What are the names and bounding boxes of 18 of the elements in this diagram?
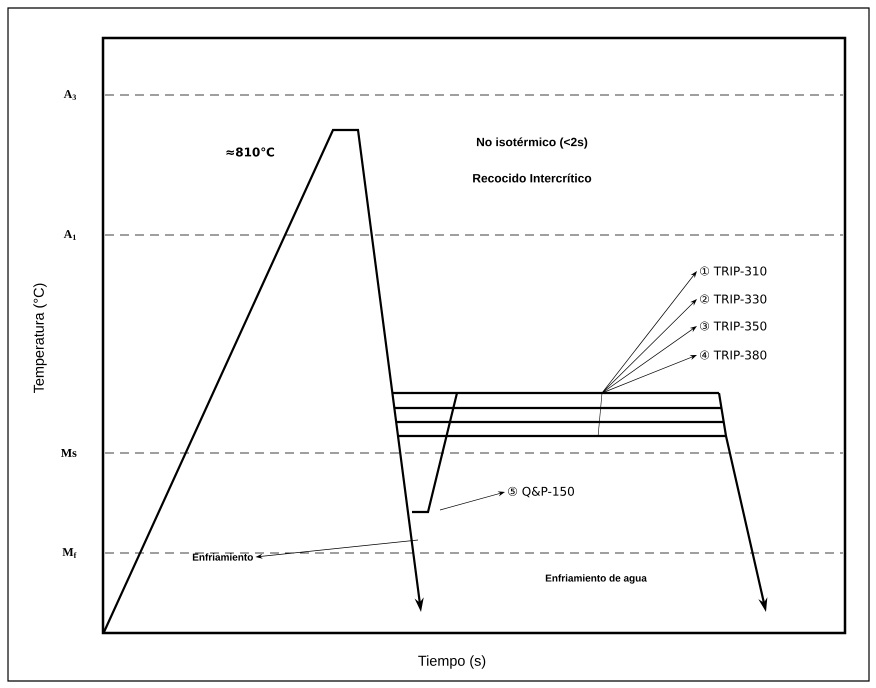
leader-line [602,271,697,394]
process-label: Enfriamiento [192,553,253,561]
leader-line [602,299,697,394]
process-label: ② TRIP-330 [700,294,766,304]
axis-tick-label: Ms [61,449,77,457]
temperature-label: ≈810℃ [226,147,274,157]
annotation-text: Enfriamiento de agua [546,574,647,584]
process-label: ④ TRIP-380 [700,350,766,360]
axis-title: Tiempo (s) [418,655,486,669]
annotation-text: Recocido Intercrítico [473,174,592,182]
annotation-text: No isotérmico (<2s) [476,137,588,149]
process-label: ① TRIP-310 [700,266,766,276]
axis-title: Temperatura (°C) [33,284,47,393]
axis-tick-label: A$_{1}$ [64,230,76,240]
process-label: ⑤ Q&P-150 [508,486,574,498]
axis-tick-label: A$_{3}$ [64,90,76,100]
process-label: ③ TRIP-350 [700,321,766,331]
axis-tick-label: M$_{f}$ [62,548,76,558]
